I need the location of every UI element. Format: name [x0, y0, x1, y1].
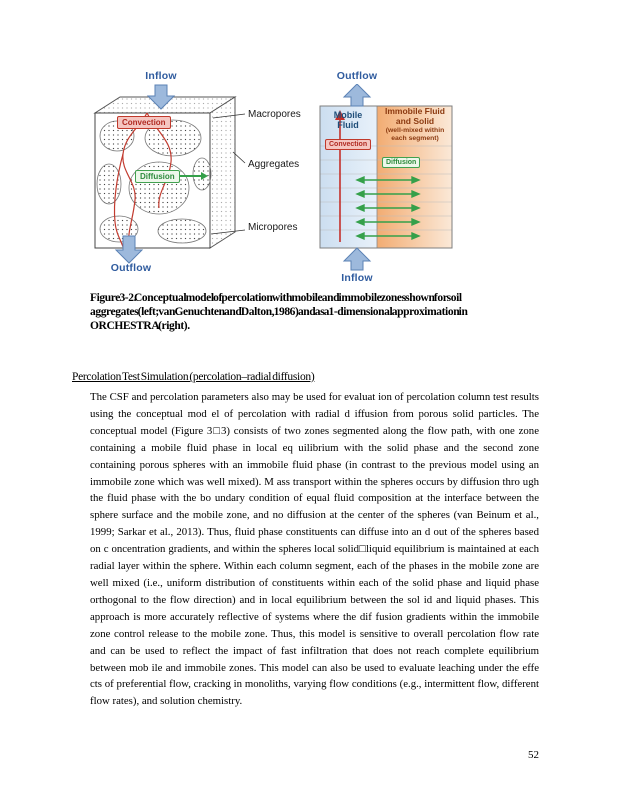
left-outflow-label: Outflow: [110, 262, 152, 274]
convection-arrow: [335, 110, 345, 242]
page-number: 52: [528, 749, 539, 761]
figure-caption-line: ORCHESTRA (right).: [90, 320, 190, 332]
immobile-zone-subheader: (well-mixed within each segment): [385, 127, 445, 142]
diffusion-arrow: [178, 172, 208, 180]
column-border: [319, 105, 453, 249]
inflow-arrow: [342, 247, 372, 271]
left-diffusion-label: Diffusion: [135, 170, 180, 183]
immobile-zone-header: Immobile Fluid and Solid: [385, 106, 445, 126]
figure-caption-line: aggregates (left; van Genuchten and Dalt…: [90, 306, 468, 318]
section-heading: Percolation Test Simulation (percolation…: [72, 371, 315, 383]
right-convection-label: Convection: [325, 139, 372, 150]
segment-lines: [320, 145, 452, 231]
inflow-arrow: [146, 84, 176, 110]
right-diffusion-label: Diffusion: [382, 157, 421, 168]
figure-3-2: Inflow: [0, 0, 618, 290]
figure-caption-line: Figure 3-2. Conceptual model of percolat…: [90, 292, 462, 304]
left-inflow-label: Inflow: [145, 70, 177, 82]
right-inflow-label: Inflow: [341, 272, 373, 284]
cube-right-face: [209, 96, 236, 249]
mobile-zone-header: Mobile Fluid: [333, 110, 363, 130]
aggregates-label: Aggregates: [248, 159, 300, 170]
mobile-zone: [320, 106, 377, 248]
outflow-arrow: [342, 84, 372, 107]
outflow-arrow: [114, 235, 144, 264]
orchestra-column-diagram: [319, 84, 453, 271]
figure-caption: Figure 3-2. Conceptual model of percolat…: [90, 291, 550, 333]
micropores-label: Micropores: [248, 222, 298, 233]
diffusion-arrows: [355, 175, 421, 241]
body-paragraph: The CSF and percolation parameters also …: [90, 391, 539, 708]
leader-lines: [210, 113, 246, 235]
macropores-label: Macropores: [248, 109, 301, 120]
left-convection-label: Convection: [117, 116, 171, 129]
right-outflow-label: Outflow: [336, 70, 378, 82]
